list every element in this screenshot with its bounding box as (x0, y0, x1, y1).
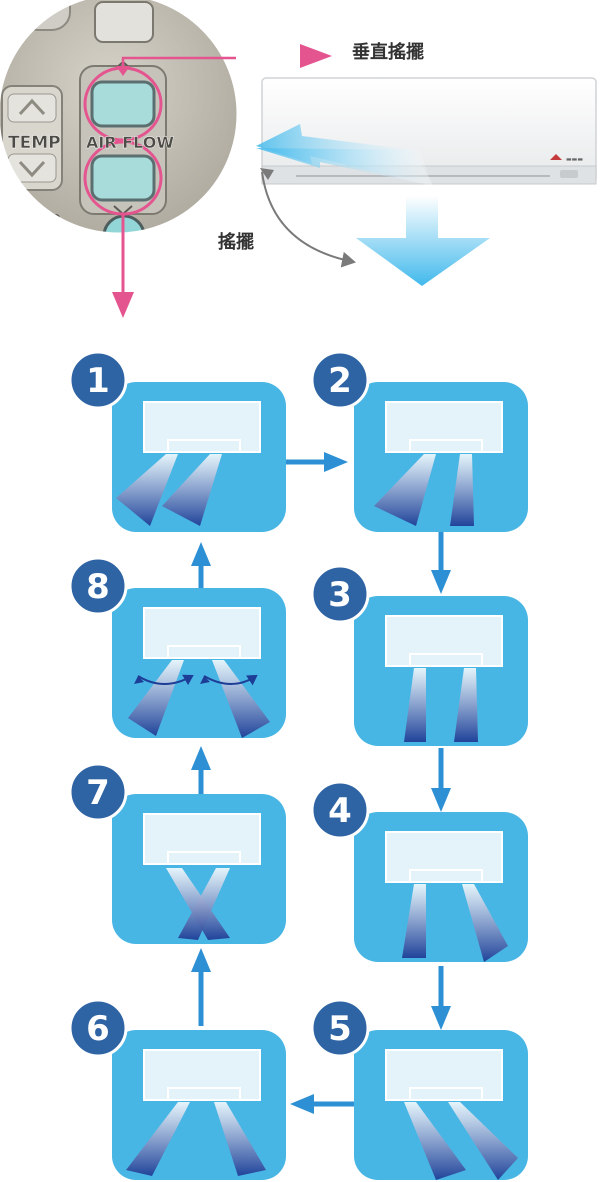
step-number: 4 (328, 791, 352, 831)
airflow-up-button[interactable] (90, 80, 156, 128)
svg-text:▬▬▬: ▬▬▬ (566, 156, 583, 163)
remote-top-button[interactable] (94, 1, 154, 43)
downward-airflow-arrow (356, 196, 490, 286)
mode-panel-2 (354, 382, 528, 532)
step-number: 7 (86, 773, 110, 813)
mode-panel-6 (112, 1030, 286, 1180)
step-badge-7: 7 (68, 762, 128, 822)
sequence-arrows (191, 452, 451, 1114)
temp-up-button[interactable] (7, 93, 57, 123)
mode-panel-8 (112, 588, 286, 738)
swing-arc-left (137, 674, 194, 686)
airflow-label: AIR FLOW (86, 133, 174, 152)
airflow-stream (450, 454, 474, 526)
step-badge-4: 4 (310, 780, 370, 840)
indoor-unit-icon (143, 607, 261, 659)
indoor-unit-icon (385, 401, 503, 453)
remote-top-left-button[interactable] (19, 0, 71, 31)
mode-panel-7 (112, 794, 286, 944)
step-number: 1 (86, 361, 110, 401)
airflow-stream (178, 868, 230, 940)
airflow-down-button[interactable] (90, 154, 156, 202)
step-badge-8: 8 (68, 556, 128, 616)
airflow-stream (126, 1102, 190, 1176)
step-badge-6: 6 (68, 998, 128, 1058)
ac-unit-photo: ▬▬▬ (256, 44, 597, 286)
airflow-stream (374, 454, 436, 526)
temp-label: TEMP (8, 133, 61, 153)
swing-arc-right (203, 674, 258, 686)
mode-panel-5 (354, 1030, 528, 1180)
indoor-unit-icon (385, 831, 503, 883)
airflow-stream (116, 454, 178, 526)
airflow-stream (454, 668, 478, 742)
airflow-stream (404, 668, 426, 742)
airflow-stream (404, 1102, 466, 1180)
airflow-stream (212, 660, 270, 738)
step-badge-2: 2 (310, 350, 370, 410)
step-number: 5 (328, 1009, 352, 1049)
step-number: 2 (328, 361, 352, 401)
step-number: 3 (328, 575, 352, 615)
airflow-stream (162, 454, 222, 526)
airflow-stream (462, 884, 508, 962)
step-number: 8 (86, 567, 110, 607)
mode-panel-1 (112, 382, 286, 532)
indoor-unit-icon (385, 615, 503, 667)
indoor-unit-icon (385, 1049, 503, 1101)
swing-label: 搖擺 (218, 231, 254, 253)
step-badge-3: 3 (310, 564, 370, 624)
step-number: 6 (86, 1009, 110, 1049)
pink-down-arrow (112, 292, 134, 318)
indoor-unit-icon (143, 1049, 261, 1101)
vertical-swing-label: 垂直搖擺 (352, 41, 424, 63)
mode-panel-3 (354, 596, 528, 746)
remote-closeup (0, 0, 240, 318)
step-badge-5: 5 (310, 998, 370, 1058)
airflow-stream (128, 660, 184, 736)
mode-panel-4 (354, 812, 528, 962)
pink-triangle-marker (300, 44, 332, 68)
airflow-stream (448, 1102, 518, 1180)
indoor-unit-icon (143, 401, 261, 453)
airflow-stream (214, 1102, 266, 1176)
indoor-unit-icon (143, 813, 261, 865)
airflow-stream (402, 884, 426, 958)
step-badge-1: 1 (68, 350, 128, 410)
